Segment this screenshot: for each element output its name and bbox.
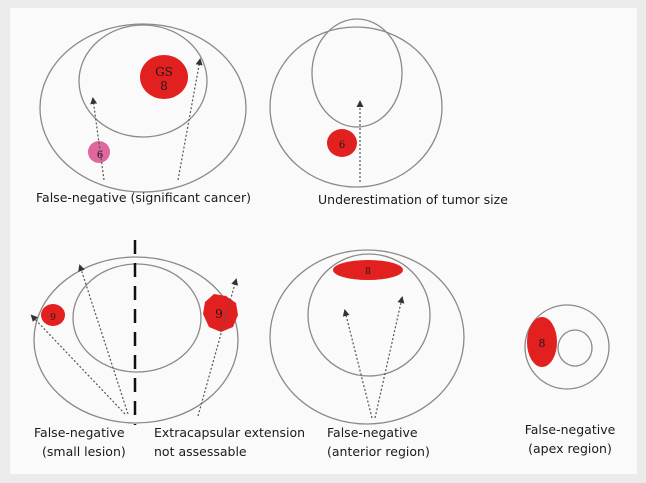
caption-line: False-negative: [515, 420, 625, 439]
caption-line: False-negative: [34, 423, 126, 442]
lesion-gs8-label-line1: GS: [155, 65, 173, 79]
caption-tumor-size: Underestimation of tumor size: [318, 190, 508, 209]
lesion-6-label: 6: [339, 140, 345, 151]
caption-line: (anterior region): [327, 442, 430, 461]
transition-zone-outline: [312, 19, 402, 127]
diagram-apex-region: 8: [525, 305, 609, 389]
lesion-gs8-label-line2: 8: [160, 79, 168, 93]
lesion-9-right-label: 9: [215, 307, 223, 321]
biopsy-arrow: [93, 99, 104, 180]
caption-anterior-region: False-negative (anterior region): [327, 423, 430, 461]
biopsy-arrow: [80, 266, 128, 414]
caption-significant-cancer: False-negative (significant cancer): [36, 188, 251, 207]
caption-line: Extracapsular extension: [154, 423, 305, 442]
caption-line: not assessable: [154, 442, 305, 461]
lesion-8-apex-label: 8: [539, 337, 546, 350]
diagram-significant-cancer: GS 8 6: [40, 24, 246, 192]
lesion-9-left-label: 9: [50, 313, 56, 323]
diagram-small-lesion-extracapsular: 9 9: [32, 240, 238, 425]
biopsy-arrow: [375, 298, 402, 418]
transition-zone-outline: [73, 264, 201, 372]
caption-small-lesion: False-negative (small lesion): [34, 423, 126, 461]
diagram-anterior-region: 8: [270, 250, 464, 424]
gland-outline: [270, 27, 442, 187]
caption-line: (small lesion): [34, 442, 126, 461]
biopsy-arrow: [345, 311, 372, 418]
caption-apex-region: False-negative (apex region): [515, 420, 625, 458]
lesion-8-anterior-label: 8: [365, 267, 371, 277]
caption-line: (apex region): [515, 439, 625, 458]
caption-line: False-negative (significant cancer): [36, 188, 251, 207]
urethra-outline: [558, 330, 592, 366]
caption-extracapsular: Extracapsular extension not assessable: [154, 423, 305, 461]
caption-line: Underestimation of tumor size: [318, 190, 508, 209]
gland-outline: [40, 24, 246, 192]
caption-line: False-negative: [327, 423, 430, 442]
diagram-tumor-size: 6: [270, 19, 442, 187]
biopsy-arrow: [32, 316, 125, 414]
